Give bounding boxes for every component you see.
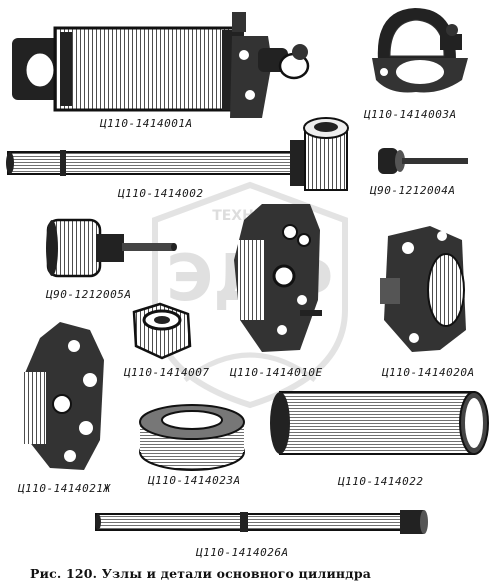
- part-label-1414023a: Ц110-1414023А: [148, 474, 241, 487]
- part-label-1414021zh: Ц110-1414021Ж: [18, 482, 111, 495]
- clamp-drawing: [372, 8, 468, 93]
- tube-drawing: [270, 391, 489, 455]
- part-label-1414026a: Ц110-1414026А: [196, 546, 289, 559]
- part-label-1212004a: Ц90-1212004А: [370, 184, 456, 197]
- cylinder-assembly-drawing: [12, 12, 310, 118]
- part-label-1414001a: Ц110-1414001А: [100, 117, 193, 130]
- part-label-1414002: Ц110-1414002: [118, 187, 204, 200]
- part-label-1414022: Ц110-1414022: [338, 475, 424, 488]
- long-rod-drawing: [95, 510, 428, 534]
- nut-drawing: [132, 302, 192, 360]
- figure-caption: Рис. 120. Узлы и детали основного цилинд…: [30, 566, 372, 581]
- ring-drawing: [139, 404, 245, 471]
- part-label-1414010e: Ц110-1414010Е: [230, 366, 323, 379]
- part-label-1414020a: Ц110-1414020А: [382, 366, 475, 379]
- part-label-1212005a: Ц90-1212005А: [46, 288, 132, 301]
- distributor-body-drawing: [234, 204, 322, 352]
- piston-drawing: [46, 218, 177, 278]
- rod-drawing: [6, 117, 349, 191]
- part-label-1414003a: Ц110-1414003А: [364, 108, 457, 121]
- valve-stem-drawing: [378, 148, 468, 174]
- part-label-1414007: Ц110-1414007: [124, 366, 210, 379]
- cover-drawing: [22, 322, 104, 470]
- bracket-head-drawing: [380, 226, 466, 352]
